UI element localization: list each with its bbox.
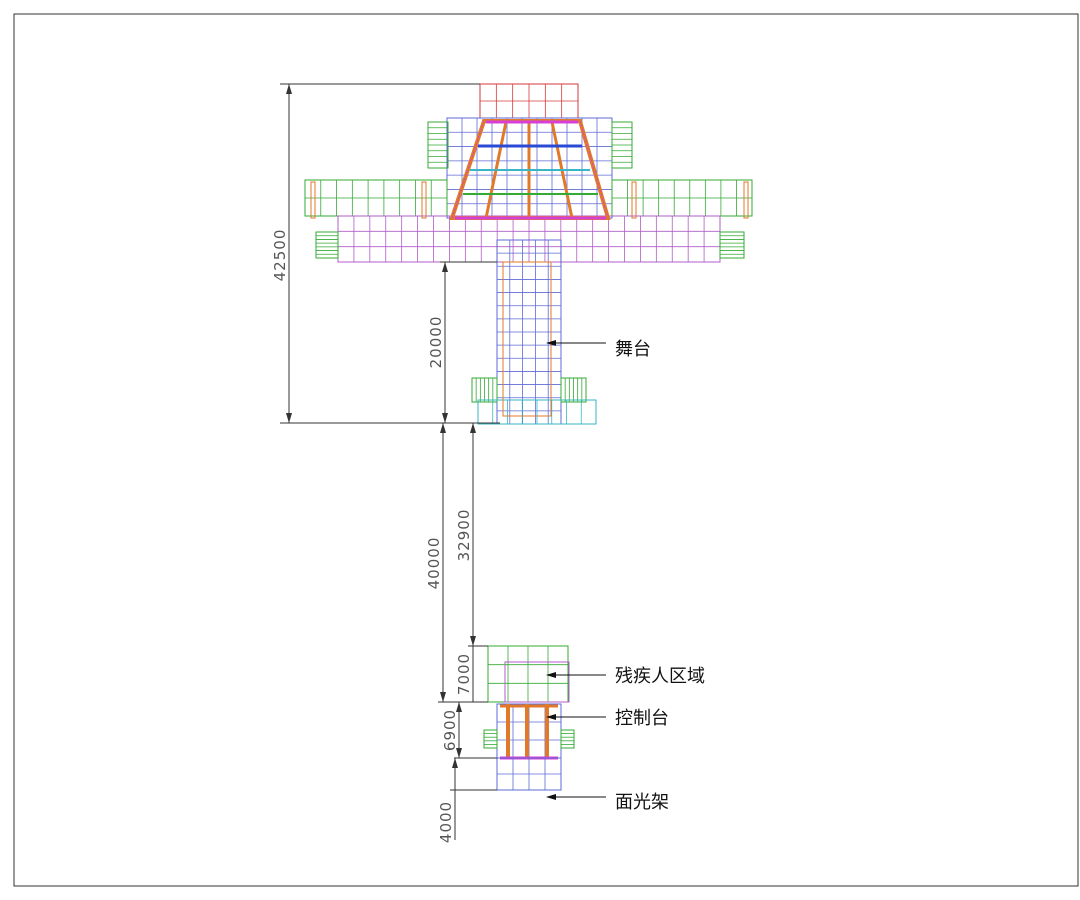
label-control-booth: 控制台 xyxy=(615,708,669,729)
accessible-area xyxy=(487,645,570,703)
light-rack-grid xyxy=(496,757,562,791)
control-right-stair xyxy=(560,729,575,749)
label-stage: 舞台 xyxy=(615,339,651,360)
leader-arrows xyxy=(546,340,556,800)
label-face-light-rack: 面光架 xyxy=(615,792,669,813)
label-accessible-area: 残疾人区域 xyxy=(615,666,705,687)
stage-cross-left-stair xyxy=(315,231,339,259)
stage-left-stair xyxy=(427,121,449,169)
wing-post-right-2 xyxy=(743,181,749,219)
dim-light-rack-text: 4000 xyxy=(437,801,455,843)
wing-post-left-2 xyxy=(421,181,427,219)
drawing-frame xyxy=(13,13,1079,887)
dim-control-text: 6900 xyxy=(441,709,459,751)
runway-left-stair xyxy=(471,377,498,403)
stage-top-grid xyxy=(479,83,579,119)
control-left-stair xyxy=(483,729,498,749)
dim-total-text: 42500 xyxy=(271,229,289,282)
dim-to-accessible-text: 32900 xyxy=(455,509,473,562)
control-booth xyxy=(483,703,575,760)
dimension-arrows xyxy=(286,84,476,768)
stage-right-stair xyxy=(611,121,633,169)
dim-to-control-text: 40000 xyxy=(425,537,443,590)
runway-bottom-grid xyxy=(477,399,597,425)
runway-right-stair xyxy=(560,377,587,403)
stage-right-wing-grid xyxy=(611,179,753,217)
dim-accessible-text: 7000 xyxy=(455,653,473,695)
stage-truss xyxy=(449,119,611,220)
dimension-lines xyxy=(280,83,500,840)
stage-cross-right-stair xyxy=(719,231,745,259)
leader-lines xyxy=(547,342,606,798)
main-stage xyxy=(304,83,753,425)
stage-cross-grid xyxy=(337,215,721,263)
dim-stage-runway-text: 20000 xyxy=(427,316,445,369)
face-light-rack xyxy=(496,757,562,791)
wing-post-right-1 xyxy=(631,181,637,219)
runway-outline xyxy=(502,261,552,417)
wing-post-left-1 xyxy=(310,181,316,219)
stage-runway-grid xyxy=(496,239,562,425)
